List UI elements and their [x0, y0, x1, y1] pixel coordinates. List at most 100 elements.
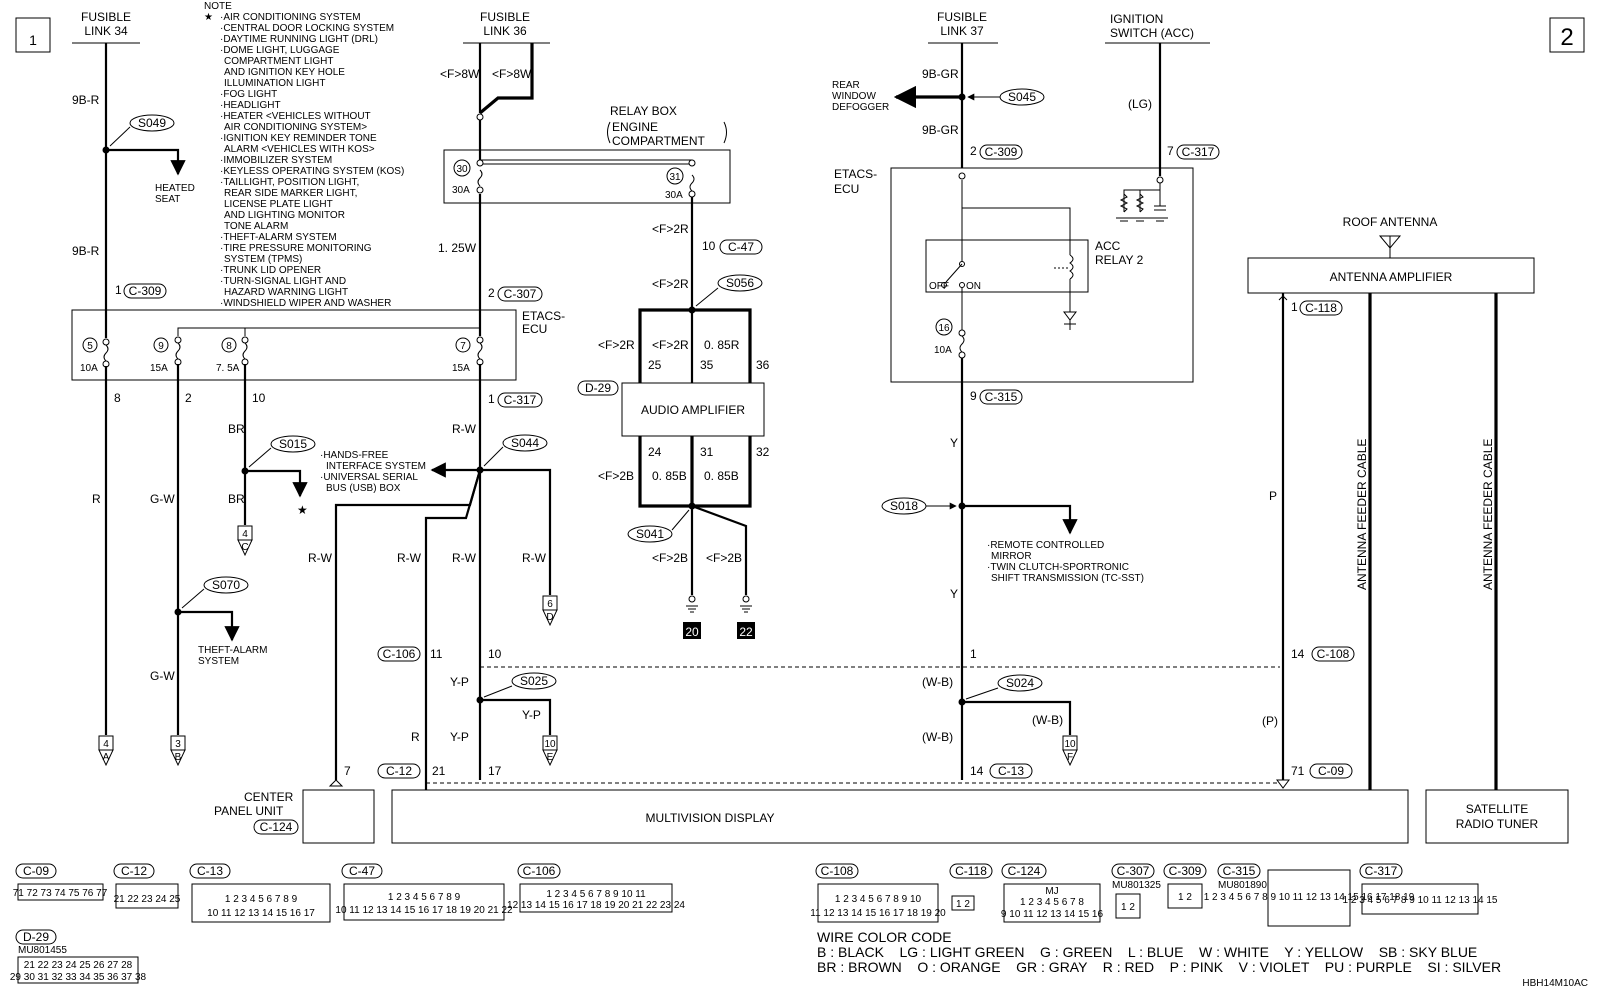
- svg-text:·DAYTIME RUNNING LIGHT (DRL): ·DAYTIME RUNNING LIGHT (DRL): [220, 34, 378, 45]
- svg-text:IGNITION: IGNITION: [1110, 12, 1163, 26]
- ref-4a: 4: [103, 739, 109, 750]
- svg-text:·IGNITION KEY REMINDER TONE: ·IGNITION KEY REMINDER TONE: [220, 133, 377, 144]
- svg-text:FUSIBLE: FUSIBLE: [937, 10, 987, 24]
- relay-box-label: RELAY BOX: [610, 104, 677, 118]
- theft-alarm-label-2: SYSTEM: [198, 656, 239, 667]
- pin-2-c309: 2: [970, 144, 977, 158]
- wire-color-legend: WIRE COLOR CODE B : BLACK LG : LIGHT GRE…: [817, 930, 1577, 975]
- page-number-left: 1: [29, 32, 37, 48]
- wire-color-yp: Y-P: [450, 730, 469, 744]
- relay-box-label-3: COMPARTMENT: [612, 134, 706, 148]
- svg-text:1 2 3 4 5 6 7 8: 1 2 3 4 5 6 7 8: [1020, 897, 1084, 908]
- wire-color-rw: R-W: [308, 551, 333, 565]
- relay-off-label: OFF: [929, 281, 949, 292]
- svg-text:LINK 37: LINK 37: [940, 24, 984, 38]
- connector-c315: C-315: [985, 390, 1018, 404]
- connector-face-c317: C-317 1 2 3 4 5 6 7 8 9 10 11 12 13 14 1…: [1343, 863, 1498, 915]
- pin-1: 1: [115, 283, 122, 297]
- multivision-label: MULTIVISION DISPLAY: [646, 811, 775, 825]
- svg-text:·WINDSHIELD WIPER AND WASHER: ·WINDSHIELD WIPER AND WASHER: [220, 298, 391, 309]
- svg-text:★: ★: [204, 12, 213, 23]
- relay-box-label-2: ENGINE: [612, 120, 658, 134]
- fuse-30: 30: [456, 164, 468, 175]
- relay-box: [443, 149, 731, 204]
- fuse-30a-2: 30A: [665, 190, 683, 201]
- etacs-ecu-label-2: ECU: [522, 322, 547, 336]
- connector-face-c315: C-315 MU801890 1 2 3 4 5 6 7 8 9 10 11 1…: [1204, 863, 1415, 927]
- svg-text:C-307: C-307: [1117, 864, 1150, 878]
- fusible-link-37-label: FUSIBLE LINK 37: [937, 10, 987, 38]
- hands-free-label: ·HANDS-FREE: [320, 450, 389, 461]
- connector-face-c12: C-12 21 22 23 24 25: [113, 863, 181, 909]
- svg-text:1 2 3 4 5 6 7 8 9 10 11 12 13: 1 2 3 4 5 6 7 8 9 10 11 12 13 14 15: [1343, 895, 1498, 906]
- wire-085b: 0. 85B: [704, 469, 739, 483]
- svg-text:·TURN-SIGNAL LIGHT AND: ·TURN-SIGNAL LIGHT AND: [220, 276, 346, 287]
- rear-defogger-label-2: WINDOW: [832, 91, 876, 102]
- mirror-label-4: SHIFT TRANSMISSION (TC-SST): [991, 573, 1144, 584]
- wire-f2r: <F>2R: [652, 277, 689, 291]
- wire-color-9br: 9B-R: [72, 93, 100, 107]
- mirror-label-2: MIRROR: [991, 551, 1032, 562]
- antenna-feeder-cable-label: ANTENNA FEEDER CABLE: [1355, 439, 1369, 590]
- svg-text:1 2 3 4 5 6 7 8 9: 1 2 3 4 5 6 7 8 9: [225, 894, 298, 905]
- pin-1-c108: 1: [970, 647, 977, 661]
- svg-text:AND LIGHTING MONITOR: AND LIGHTING MONITOR: [224, 210, 345, 221]
- svg-text:9 10 11 12 13 14 15 16: 9 10 11 12 13 14 15 16: [1001, 909, 1104, 920]
- hands-free-label-2: INTERFACE SYSTEM: [326, 461, 426, 472]
- wire-color-gw: G-W: [150, 492, 175, 506]
- audio-amplifier-label: AUDIO AMPLIFIER: [641, 403, 745, 417]
- splice-s018: S018: [890, 499, 918, 513]
- connector-c13: C-13: [998, 764, 1024, 778]
- fuse-10a: 10A: [934, 345, 952, 356]
- svg-text:LICENSE PLATE LIGHT: LICENSE PLATE LIGHT: [224, 199, 333, 210]
- wire-color-rw: R-W: [452, 551, 477, 565]
- connector-face-c13: C-13 1 2 3 4 5 6 7 8 9 10 11 12 13 14 15…: [189, 863, 331, 923]
- svg-text:NOTE: NOTE: [204, 1, 232, 12]
- splice-s049: S049: [138, 116, 166, 130]
- svg-text:9: 9: [158, 341, 164, 352]
- fuse-8: 8 7. 5A: [216, 336, 249, 374]
- fusible-link-34-label: FUSIBLE LINK 34: [81, 10, 131, 38]
- svg-text:5: 5: [87, 341, 93, 352]
- svg-text:10 11 12 13 14 15 16 17: 10 11 12 13 14 15 16 17: [207, 908, 315, 919]
- etacs-ecu-label: ETACS-: [522, 309, 565, 323]
- wire-lg: (LG): [1128, 97, 1152, 111]
- wire-color-y: Y: [950, 436, 958, 450]
- connector-c124: C-124: [260, 820, 293, 834]
- svg-text:1 2: 1 2: [1178, 892, 1192, 903]
- svg-text:10 11 12 13 14 15 16 17 18 19: 10 11 12 13 14 15 16 17 18 19 20 21 22: [335, 905, 513, 916]
- antenna-feeder-cable-label-2: ANTENNA FEEDER CABLE: [1481, 439, 1495, 590]
- note-star: ★: [297, 503, 308, 517]
- wire-color-wb: (W-B): [1032, 713, 1063, 727]
- svg-text:·IMMOBILIZER SYSTEM: ·IMMOBILIZER SYSTEM: [220, 155, 332, 166]
- splice-s056: S056: [726, 276, 754, 290]
- pin-10: 10: [252, 391, 266, 405]
- fuse-16: 16: [938, 323, 950, 334]
- pin-1-c118: 1: [1291, 300, 1298, 314]
- pin-2-c307: 2: [488, 286, 495, 300]
- satellite-radio-tuner: [1425, 789, 1569, 844]
- wire-color-p: P: [1269, 489, 1277, 503]
- svg-text:C-12: C-12: [121, 864, 147, 878]
- pin-32: 32: [756, 445, 770, 459]
- svg-text:·KEYLESS OPERATING SYSTEM (KOS: ·KEYLESS OPERATING SYSTEM (KOS): [220, 166, 404, 177]
- relay-on-label: ON: [966, 281, 981, 292]
- ref-c: C: [241, 542, 248, 553]
- connector-face-c309: C-309 1 2: [1163, 863, 1207, 909]
- wire-085b: 0. 85B: [652, 469, 687, 483]
- wire-125w: 1. 25W: [438, 241, 477, 255]
- ref-4c: 4: [242, 529, 248, 540]
- wire-f2r: <F>2R: [598, 338, 635, 352]
- mirror-label-3: ·TWIN CLUTCH-SPORTRONIC: [987, 562, 1129, 573]
- pin-10-c106: 10: [488, 647, 502, 661]
- svg-text:C-315: C-315: [1223, 864, 1256, 878]
- hands-free-label-4: BUS (USB) BOX: [326, 483, 401, 494]
- svg-text:D-29: D-29: [23, 930, 49, 944]
- splice-s044: S044: [511, 436, 539, 450]
- splice-s070: S070: [212, 578, 240, 592]
- splice-s015: S015: [279, 437, 307, 451]
- svg-text:21 22 23 24 25: 21 22 23 24 25: [114, 894, 181, 905]
- wire-color-pp: (P): [1262, 714, 1278, 728]
- pin-11: 11: [430, 647, 443, 661]
